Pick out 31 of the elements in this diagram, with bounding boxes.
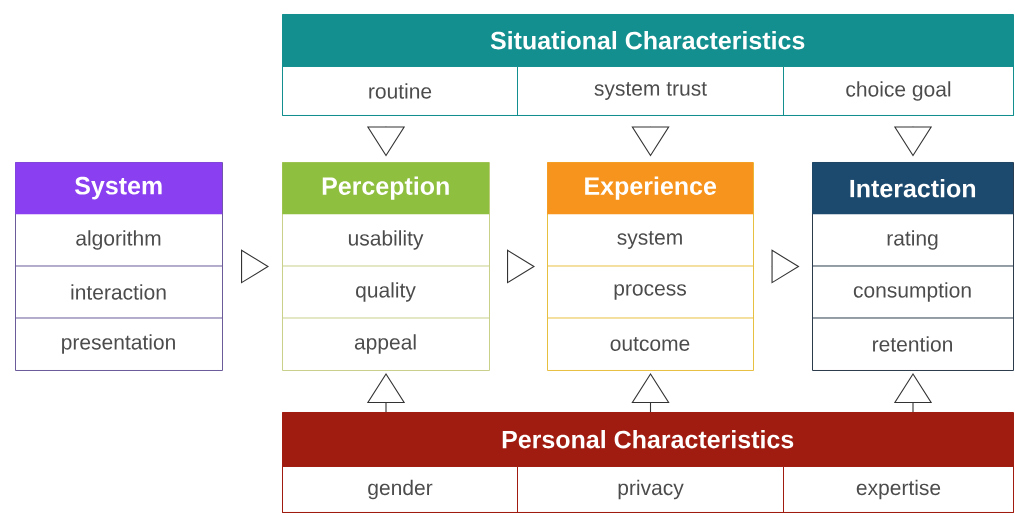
table-cell: algorithm	[76, 230, 161, 250]
table-cell: choice goal	[783, 66, 1014, 116]
table-cell: system	[617, 231, 682, 249]
table-cell: routine	[282, 66, 518, 116]
table-cell: expertise	[783, 466, 1014, 513]
table-cell: consumption	[853, 282, 971, 302]
table-cell: rating	[887, 230, 938, 250]
category-table	[281, 162, 490, 371]
header-band: Interaction	[812, 162, 1014, 215]
category-table	[546, 162, 754, 371]
table-cell: gender	[282, 466, 518, 513]
table-cell: retention	[873, 336, 952, 352]
table-cell: outcome	[610, 337, 690, 351]
header-band: Personal Characteristics	[282, 412, 1014, 467]
table-cell: system trust	[517, 66, 784, 116]
header-band: Perception	[282, 162, 490, 215]
triangle-arrow	[506, 249, 535, 284]
category-table	[811, 162, 1014, 371]
header-band: System	[15, 162, 223, 215]
header-band: Experience	[547, 162, 754, 215]
table-cell: interaction	[71, 284, 166, 300]
table-cell: quality	[356, 282, 416, 302]
table-cell: presentation	[62, 334, 175, 354]
table-cell: appeal	[354, 334, 416, 354]
table-cell: usability	[348, 230, 424, 250]
table-cell: privacy	[517, 466, 784, 513]
triangle-arrow	[631, 373, 670, 413]
triangle-arrow	[240, 249, 269, 284]
category-table	[14, 162, 223, 371]
table-cell: process	[614, 284, 686, 300]
header-band: Situational Characteristics	[282, 14, 1014, 67]
